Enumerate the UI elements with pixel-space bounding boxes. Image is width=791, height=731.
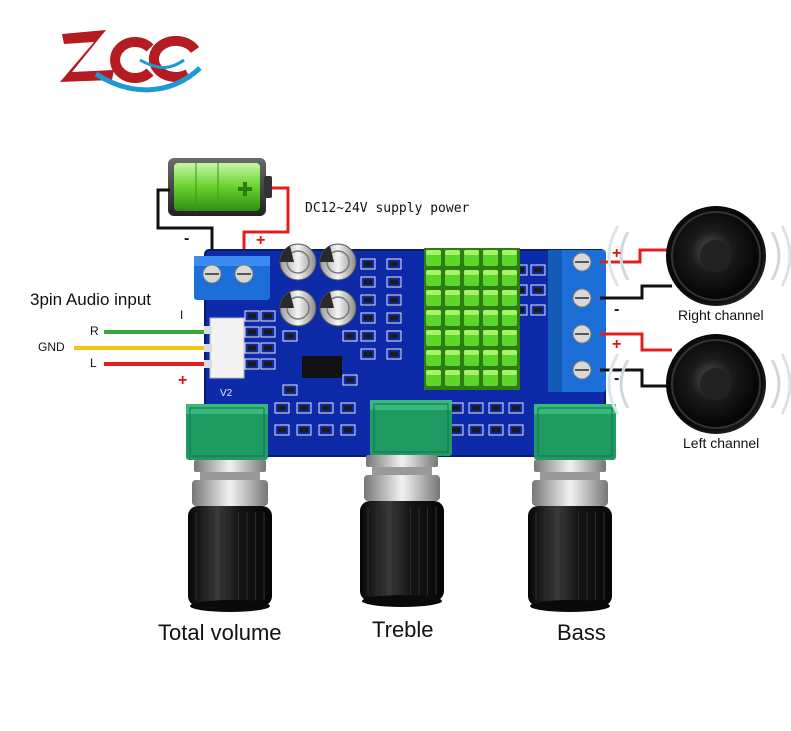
audio-pin-plus-marker: + <box>178 372 188 389</box>
right-speaker-plus-marker: + <box>612 245 622 262</box>
audio-input-title: 3pin Audio input <box>30 290 151 309</box>
power-wire-negative <box>156 188 214 262</box>
amplifier-ic <box>302 356 342 378</box>
heatsink <box>424 248 520 390</box>
right-speaker-minus-marker: - <box>614 301 620 318</box>
power-supply-label: DC12~24V supply power <box>305 201 470 216</box>
speaker-terminal <box>548 250 606 392</box>
board-silk-label: V2 <box>220 388 233 399</box>
left-speaker-icon <box>607 334 791 434</box>
right-speaker-icon <box>607 206 791 306</box>
power-terminal <box>194 256 270 300</box>
left-channel-label: Left channel <box>683 435 760 451</box>
smd-components <box>244 258 546 436</box>
knob-label-bass: Bass <box>557 620 606 645</box>
left-speaker-minus-marker: - <box>614 370 620 387</box>
knob-label-total-volume: Total volume <box>158 620 282 645</box>
audio-pin-r-label: R <box>90 324 99 338</box>
right-speaker-wire-positive <box>600 248 672 264</box>
audio-pin-l-label: L <box>90 356 97 370</box>
audio-pin-marker-top: I <box>180 308 184 322</box>
power-wire-positive <box>242 186 290 262</box>
right-speaker-wire-negative <box>600 284 672 300</box>
right-channel-label: Right channel <box>678 307 764 323</box>
power-positive-marker: + <box>256 232 266 249</box>
zqc-logo <box>60 30 202 93</box>
capacitors <box>279 243 357 327</box>
audio-pin-gnd-label: GND <box>38 340 65 354</box>
battery-icon <box>168 158 272 216</box>
left-speaker-plus-marker: + <box>612 336 622 353</box>
power-negative-marker: - <box>184 230 190 247</box>
audio-input-connector <box>209 317 245 379</box>
left-speaker-wire-positive <box>600 332 672 352</box>
amplifier-board <box>186 243 616 460</box>
left-speaker-wire-negative <box>600 368 672 388</box>
knob-label-treble: Treble <box>372 617 434 642</box>
